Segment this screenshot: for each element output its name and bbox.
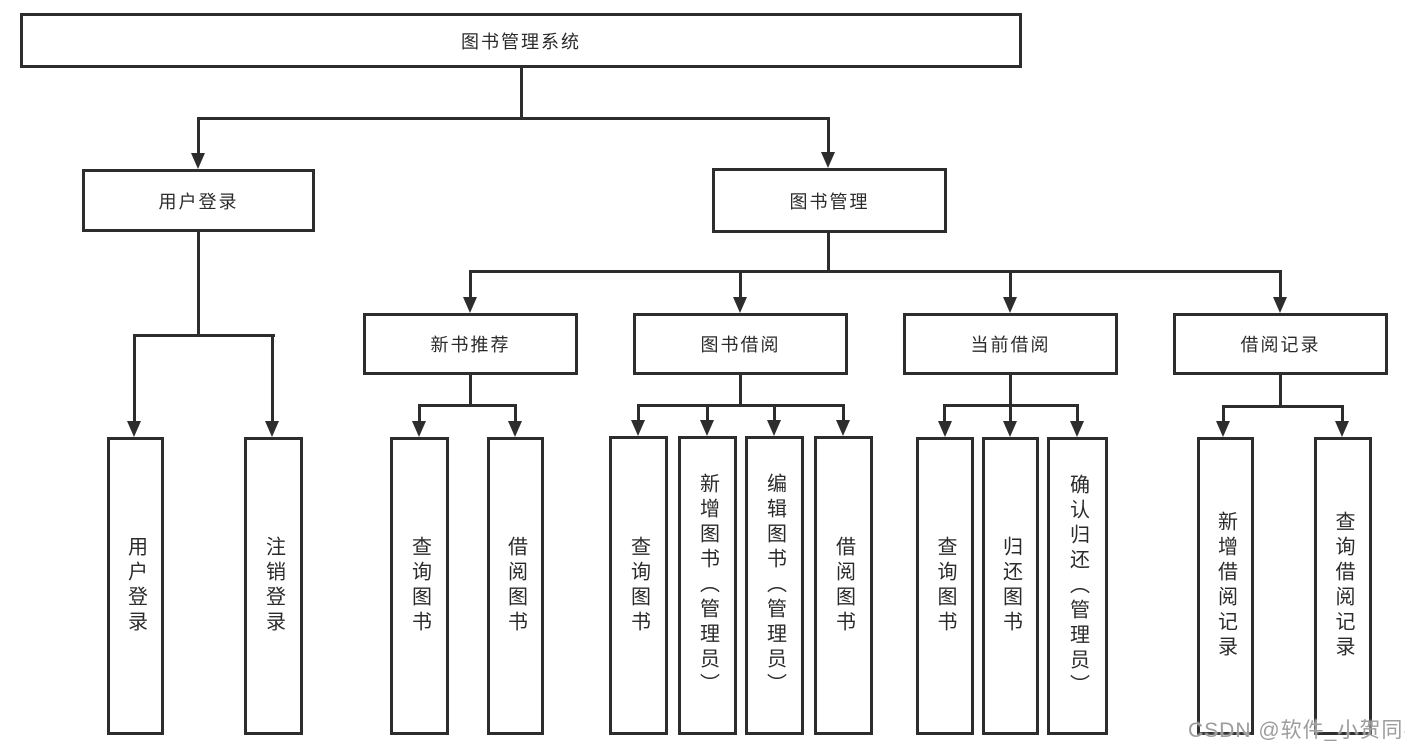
connector-user-login-drop [197, 117, 200, 155]
arrowhead-down [1273, 297, 1287, 313]
node-label: 查询图书 [934, 536, 956, 636]
node-label: 图书借阅 [700, 335, 781, 355]
connector-new-book-rail [418, 404, 517, 407]
connector-drop [418, 404, 421, 423]
leaf-borrow-add-books-admin: 新增图书（管理员） [678, 436, 737, 735]
connector-level2-rail [469, 270, 1282, 273]
node-label: 确认归还（管理员） [1066, 473, 1089, 699]
node-label: 新增借阅记录 [1214, 511, 1237, 661]
leaf-current-confirm-return-admin: 确认归还（管理员） [1047, 437, 1108, 735]
csdn-watermark: CSDN @软件_小贺同学 [1188, 719, 1405, 742]
leaf-current-return-books: 归还图书 [982, 437, 1039, 735]
arrowhead-down [1216, 421, 1230, 437]
connector-drop [1076, 404, 1079, 423]
leaf-newbook-query-books: 查询图书 [390, 437, 449, 735]
node-label: 图书管理 [789, 191, 870, 212]
node-label: 用户登录 [124, 536, 147, 636]
arrowhead-down [1003, 297, 1017, 313]
connector-drop [514, 404, 517, 423]
node-borrow-record: 借阅记录 [1173, 313, 1388, 375]
node-label: 当前借阅 [970, 335, 1051, 355]
node-book-borrow: 图书借阅 [633, 313, 848, 375]
connector-drop [739, 270, 742, 299]
connector-drop [943, 404, 946, 423]
connector-drop [133, 334, 136, 423]
node-label: 编辑图书（管理员） [763, 473, 786, 698]
connector-book-mgmt-stem [827, 233, 830, 273]
connector-drop [1341, 405, 1344, 423]
node-label: 注销登录 [262, 536, 285, 636]
node-label: 借阅记录 [1240, 335, 1321, 355]
leaf-logout: 注销登录 [244, 437, 303, 735]
arrowhead-down [700, 420, 714, 436]
connector-drop [1009, 270, 1012, 299]
node-label: 用户登录 [158, 191, 239, 212]
node-root-library-system: 图书管理系统 [20, 13, 1022, 68]
node-label: 图书管理系统 [461, 31, 581, 52]
arrowhead-down [1335, 421, 1349, 437]
arrowhead-down [508, 421, 522, 437]
connector-drop [1009, 404, 1012, 423]
connector-book-borrow-stem [739, 375, 742, 406]
node-label: 查询借阅记录 [1332, 511, 1354, 661]
connector-current-borrow-stem [1009, 375, 1012, 406]
node-label: 新书推荐 [430, 335, 511, 355]
node-label: 新增图书（管理员） [696, 473, 719, 698]
arrowhead-down [821, 152, 835, 168]
leaf-record-add-borrow-record: 新增借阅记录 [1197, 437, 1254, 735]
connector-book-mgmt-drop [827, 117, 830, 154]
leaf-record-query-borrow-record: 查询借阅记录 [1314, 437, 1372, 735]
connector-drop [842, 404, 845, 422]
arrowhead-down [127, 421, 141, 437]
arrowhead-down [938, 421, 952, 437]
arrowhead-down [631, 420, 645, 436]
arrowhead-down [836, 420, 850, 436]
leaf-borrow-query-books: 查询图书 [609, 436, 668, 735]
connector-borrow-record-rail [1222, 405, 1344, 408]
node-user-login: 用户登录 [82, 169, 315, 232]
connector-root-stem [520, 66, 523, 120]
leaf-borrow-borrow-books: 借阅图书 [814, 436, 873, 735]
connector-drop [637, 404, 640, 422]
arrowhead-down [733, 297, 747, 313]
connector-drop [706, 404, 709, 422]
node-label: 借阅图书 [832, 535, 855, 636]
connector-drop [271, 334, 274, 423]
node-label: 查询图书 [408, 536, 431, 636]
arrowhead-down [265, 421, 279, 437]
connector-drop [1222, 405, 1225, 423]
connector-book-borrow-rail [637, 404, 845, 407]
arrowhead-down [1003, 421, 1017, 437]
leaf-current-query-books: 查询图书 [916, 437, 974, 735]
leaf-newbook-borrow-books: 借阅图书 [487, 437, 544, 735]
connector-borrow-record-stem [1279, 375, 1282, 407]
arrowhead-down [412, 421, 426, 437]
connector-level1-rail [197, 117, 830, 120]
connector-new-book-stem [469, 375, 472, 406]
node-label: 查询图书 [627, 535, 650, 636]
node-label: 归还图书 [999, 536, 1022, 636]
arrowhead-down [767, 420, 781, 436]
node-label: 借阅图书 [504, 536, 527, 636]
node-book-management: 图书管理 [712, 168, 947, 233]
connector-user-login-rail [133, 334, 275, 337]
node-new-book-recommend: 新书推荐 [363, 313, 578, 375]
arrowhead-down [191, 153, 205, 169]
arrowhead-down [463, 297, 477, 313]
connector-drop [773, 404, 776, 422]
leaf-borrow-edit-books-admin: 编辑图书（管理员） [745, 436, 804, 735]
connector-drop [469, 270, 472, 299]
arrowhead-down [1070, 421, 1084, 437]
leaf-user-login: 用户登录 [107, 437, 164, 735]
connector-drop [1279, 270, 1282, 299]
node-current-borrow: 当前借阅 [903, 313, 1118, 375]
connector-user-login-stem [197, 232, 200, 337]
